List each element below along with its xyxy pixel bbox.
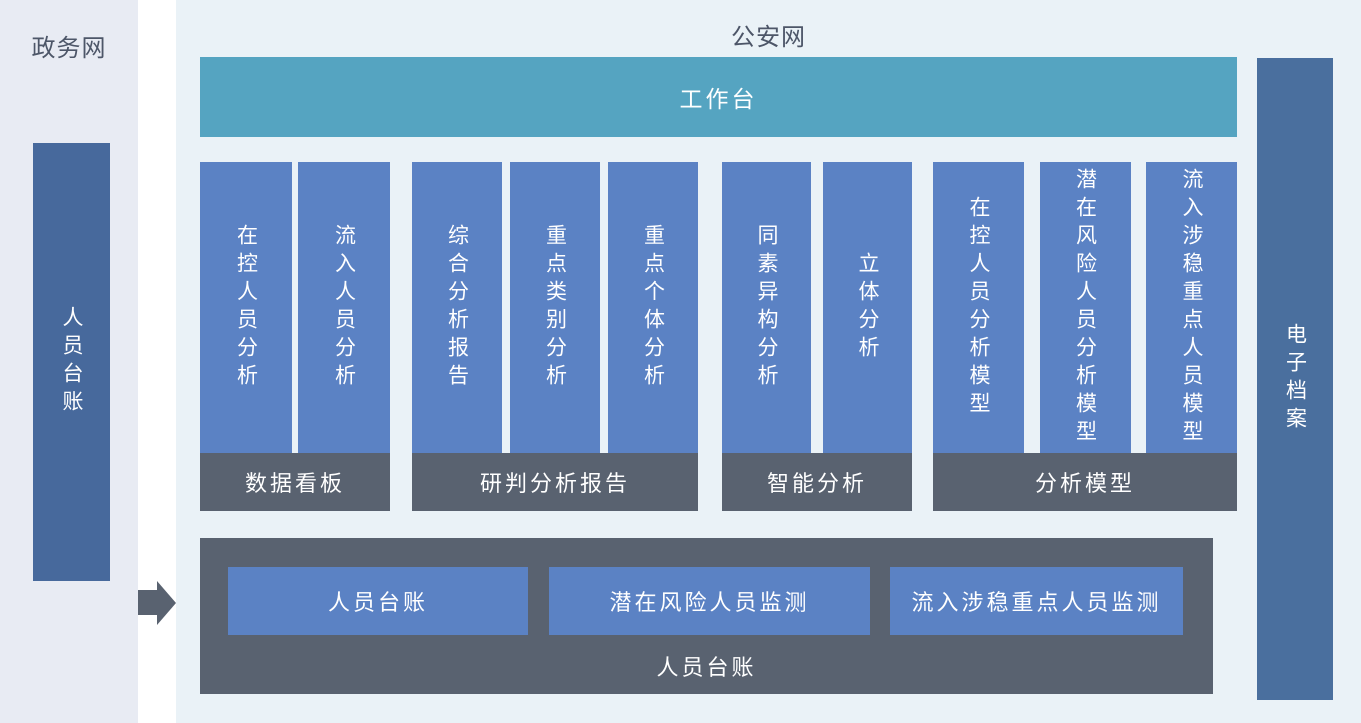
module-key-individual-analysis[interactable]: 重点个体分析 <box>608 162 698 453</box>
group-label-intelligent-analysis: 智能分析 <box>722 453 912 511</box>
right-arrow-icon-shaft <box>138 590 158 615</box>
e-archive-sidebar-label: 电子档案 <box>1283 323 1308 435</box>
module-inflow-personnel-analysis[interactable]: 流入人员分析 <box>298 162 390 453</box>
module-controlled-personnel-analysis[interactable]: 在控人员分析 <box>200 162 292 453</box>
police-network-zone: 公安网 工作台 在控人员分析 流入人员分析 数据看板 综合分析报告 <box>176 0 1361 723</box>
personnel-ledger-sidebar-label: 人员台账 <box>60 306 84 418</box>
personnel-ledger-box-label: 人员台账 <box>656 656 757 681</box>
module-isomer-analysis[interactable]: 同素异构分析 <box>722 162 811 453</box>
module-label: 综合分析报告 <box>445 223 470 392</box>
group-label-analysis-report: 研判分析报告 <box>412 453 698 511</box>
module-key-category-analysis[interactable]: 重点类别分析 <box>510 162 600 453</box>
module-label: 立体分析 <box>856 251 880 364</box>
module-label: 在控人员分析模型 <box>967 195 991 420</box>
module-label: 潜在风险人员分析模型 <box>1073 167 1098 448</box>
module-controlled-personnel-model[interactable]: 在控人员分析模型 <box>933 162 1024 453</box>
module-label: 重点个体分析 <box>641 223 666 392</box>
inflow-key-personnel-monitoring-button[interactable]: 流入涉稳重点人员监测 <box>890 567 1183 635</box>
e-archive-sidebar[interactable]: 电子档案 <box>1257 58 1333 700</box>
potential-risk-monitoring-button[interactable]: 潜在风险人员监测 <box>549 567 870 635</box>
module-label: 流入人员分析 <box>332 223 357 392</box>
police-network-title: 公安网 <box>731 23 806 51</box>
gov-network-title: 政务网 <box>31 34 107 62</box>
gov-network-zone: 政务网 人员台账 <box>0 0 138 723</box>
module-label: 重点类别分析 <box>543 223 568 392</box>
group-data-dashboard: 在控人员分析 流入人员分析 数据看板 <box>200 162 390 511</box>
module-stereo-analysis[interactable]: 立体分析 <box>823 162 912 453</box>
group-label-data-dashboard: 数据看板 <box>200 453 390 511</box>
module-comprehensive-analysis-report[interactable]: 综合分析报告 <box>412 162 502 453</box>
module-label: 在控人员分析 <box>234 223 259 392</box>
module-label: 流入涉稳重点人员模型 <box>1180 167 1204 448</box>
workbench-bar[interactable]: 工作台 <box>200 57 1237 137</box>
workbench-bar-label: 工作台 <box>679 87 758 113</box>
module-label: 同素异构分析 <box>755 223 779 392</box>
group-label-analysis-models: 分析模型 <box>933 453 1237 511</box>
group-analysis-models: 在控人员分析模型 潜在风险人员分析模型 流入涉稳重点人员模型 分析模型 <box>933 162 1237 511</box>
module-inflow-key-personnel-model[interactable]: 流入涉稳重点人员模型 <box>1146 162 1237 453</box>
personnel-ledger-box: 人员台账 潜在风险人员监测 流入涉稳重点人员监测 人员台账 <box>200 538 1213 694</box>
group-intelligent-analysis: 同素异构分析 立体分析 智能分析 <box>722 162 912 511</box>
right-arrow-icon-head <box>157 581 176 625</box>
module-potential-risk-personnel-model[interactable]: 潜在风险人员分析模型 <box>1039 162 1131 453</box>
personnel-ledger-sidebar[interactable]: 人员台账 <box>33 143 110 581</box>
group-analysis-report: 综合分析报告 重点类别分析 重点个体分析 研判分析报告 <box>412 162 698 511</box>
personnel-ledger-button[interactable]: 人员台账 <box>228 567 528 635</box>
